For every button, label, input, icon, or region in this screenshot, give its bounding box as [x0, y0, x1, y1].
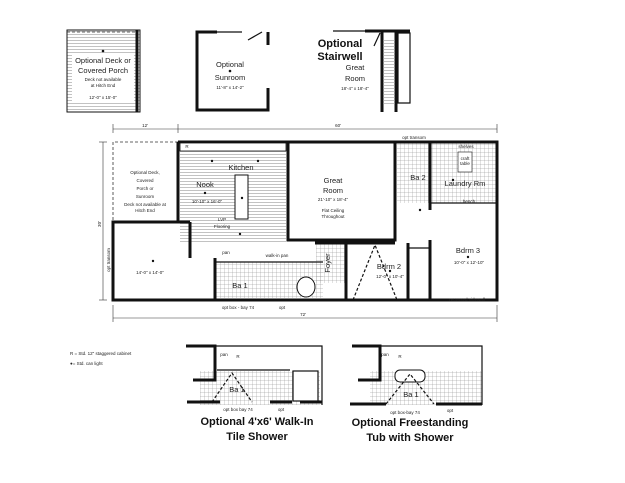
alt-shower-opt: opt [278, 407, 285, 412]
alt-freestanding-tub-option: pan R Ba 1 opt box-bay 74 opt Optional F… [350, 344, 483, 444]
legend-light: ●= Std. can light [70, 361, 103, 366]
nook-label: Nook [196, 180, 214, 189]
alt-shower-pan: pan [220, 352, 228, 357]
sunroom-size: 11'-8" x 14'-2" [216, 85, 244, 90]
foyer-label: Foyer [323, 253, 332, 273]
master-size: 14'-0" x 14'-0" [136, 270, 164, 275]
alt-tub-title-2: Tub with Shower [366, 432, 454, 444]
sunroom-title: Optional [216, 60, 244, 69]
alt-tub-opt: opt [447, 408, 454, 413]
bdrm3-size: 10'-0" x 12'-10" [454, 260, 485, 265]
alt-shower-title: Optional 4'x6' Walk-In [200, 416, 313, 428]
shelves-label: shelves [458, 144, 474, 149]
legend-cabinet: R = Std. 12" staggered cabinet [70, 351, 132, 356]
deck-title: Optional Deck or [75, 56, 131, 65]
stairwell-size: 18'-4" x 18'-4" [341, 86, 369, 91]
dim-house-length: 60' [335, 123, 341, 128]
deck-area-label-2: Covered [136, 178, 154, 183]
bdrm2-label: Bdrm 2 [377, 262, 401, 271]
deck-area-note-2: Hitch End [135, 208, 155, 213]
recessed-sidewall-label: recessed sidewall [449, 297, 485, 302]
great-room-label-2: Room [323, 186, 343, 195]
deck-note: Deck not available [85, 77, 122, 82]
flooring-label-2: Flooring [214, 224, 231, 229]
stairwell-title-2: Stairwell [317, 51, 362, 63]
deck-area-label-4: Sunroom [136, 194, 155, 199]
alt-tub-title: Optional Freestanding [352, 417, 469, 429]
alt-walkin-shower-option: pan R Ba 1 opt box bay 74 opt Optional 4… [186, 344, 323, 443]
alt-tub-bay: opt box-bay 74 [390, 410, 420, 415]
stairwell-title: Optional [318, 38, 363, 50]
opt-label: opt [279, 305, 286, 310]
dim-total-length: 72' [300, 312, 306, 317]
bath2-label: Ba 2 [410, 173, 425, 182]
deck-area-note: Deck not available at [124, 202, 167, 207]
alt-shower-bath: Ba 1 [229, 385, 244, 394]
great-room-note-2: Throughout [321, 214, 345, 219]
dim-deck-width: 12' [142, 123, 148, 128]
deck-area-label: Optional Deck, [130, 170, 160, 175]
pan-label: pan [222, 250, 230, 255]
walkin-pan-label: walk-in pan [266, 253, 289, 258]
bench-label: bench [463, 199, 476, 204]
master-transom: opt transom [106, 248, 111, 272]
bdrm3-label: Bdrm 3 [456, 246, 480, 255]
dim-depth: 30' [97, 221, 102, 227]
top-transom-label: opt transom [402, 135, 426, 140]
alt-tub-r: R [398, 354, 402, 359]
stairwell-room-2: Room [345, 74, 365, 83]
sunroom-subtitle: Sunroom [215, 73, 245, 82]
alt-shower-r: R [236, 354, 240, 359]
deck-area-label-3: Porch or [136, 186, 154, 191]
alt-tub-bath: Ba 1 [403, 390, 418, 399]
deck-subtitle: Covered Porch [78, 66, 128, 75]
nook-size: 10'-10" x 16'-0" [192, 199, 223, 204]
optional-stairwell-option: Optional Stairwell Great Room 18'-4" x 1… [317, 29, 411, 112]
laundry-label: Laundry Rm [445, 179, 486, 188]
alt-shower-bay: opt box bay 74 [223, 407, 253, 412]
deck-note-2: at Hitch End [91, 83, 116, 88]
alt-shower-title-2: Tile Shower [226, 431, 288, 443]
bdrm2-size: 12'-0" x 10'-4" [376, 274, 404, 279]
stairwell-room: Great [346, 63, 366, 72]
cabinet-r: R [185, 144, 189, 149]
craft-table-label: craft [461, 156, 471, 161]
craft-table-label-2: table [460, 161, 470, 166]
optional-sunroom-option: Optional Sunroom 11'-8" x 14'-2" [195, 30, 270, 112]
bath1-label: Ba 1 [232, 281, 247, 290]
alt-tub-pan: pan [381, 352, 389, 357]
bay-label: opt box - bay 74 [222, 305, 255, 310]
deck-size: 12'-0" x 15'-0" [89, 95, 117, 100]
great-room-note: Flat Ceiling [322, 208, 345, 213]
great-room-label: Great [324, 176, 344, 185]
kitchen-label: Kitchen [228, 163, 253, 172]
dimensions: 12' 60' 72' 30' [97, 123, 498, 322]
main-floor-plan: Optional Deck, Covered Porch or Sunroom … [106, 135, 499, 310]
optional-deck-option: Optional Deck or Covered Porch Deck not … [66, 29, 141, 113]
great-room-size: 21'-10" x 18'-4" [318, 197, 349, 202]
legend: R = Std. 12" staggered cabinet ●= Std. c… [70, 351, 132, 366]
flooring-label: LVP [218, 217, 226, 222]
